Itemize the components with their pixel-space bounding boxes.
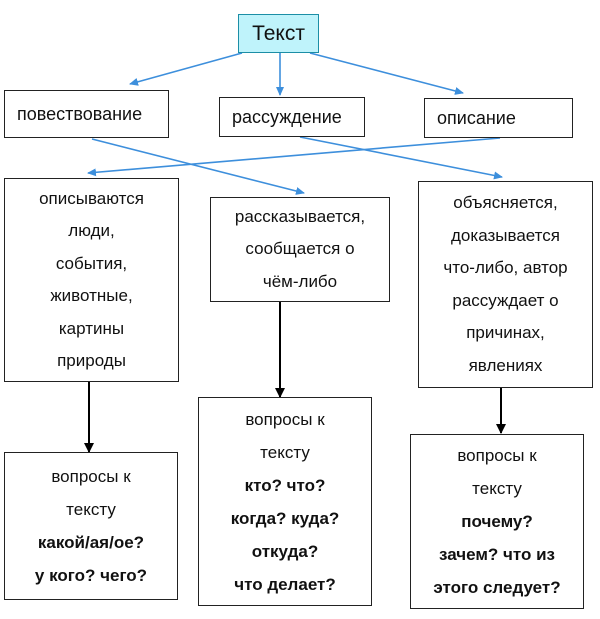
description-line: животные,: [50, 286, 133, 305]
reasoning-line: объясняется,: [453, 193, 558, 212]
reasoning-line: что-либо, автор: [443, 258, 568, 277]
description-line: люди,: [68, 221, 115, 240]
arrow-narration-to-narration-box: [91, 138, 305, 195]
description-line: картины: [58, 318, 125, 338]
arrow-root-to-description: [309, 52, 464, 95]
reasoning-line: явлениях: [468, 355, 543, 375]
type-label: повествование: [17, 103, 143, 124]
questions-box-reasoning: вопросы к тексту почему? зачем? что из э…: [410, 434, 584, 609]
arrow-root-to-narration: [129, 52, 243, 86]
reasoning-line: доказывается: [451, 225, 560, 245]
questions-box-narration: вопросы к тексту кто? что? когда? куда? …: [198, 397, 372, 606]
narration-line: рассказывается,: [234, 206, 366, 226]
description-line: события,: [55, 253, 128, 273]
question-item: почему?: [461, 512, 533, 531]
questions-heading: тексту: [66, 500, 116, 519]
narration-line: сообщается о: [245, 239, 355, 259]
questions-heading: тексту: [260, 442, 310, 462]
questions-heading: тексту: [472, 479, 522, 498]
arrow-reasoning-to-reasoning-box: [299, 136, 503, 180]
questions-heading: вопросы к: [51, 467, 131, 486]
reasoning-line: рассуждает о: [452, 290, 559, 310]
root-node-text: Текст: [238, 14, 319, 53]
type-node-description: описание: [424, 98, 573, 138]
reasoning-line: причинах,: [466, 323, 545, 342]
questions-heading: вопросы к: [457, 446, 537, 465]
type-node-reasoning: рассуждение: [219, 97, 365, 137]
question-item: зачем? что из: [438, 545, 556, 564]
question-item: у кого? чего?: [34, 566, 148, 585]
questions-heading: вопросы к: [245, 409, 325, 429]
questions-box-description: вопросы к тексту какой/ая/ое? у кого? че…: [4, 452, 178, 600]
question-item: этого следует?: [433, 578, 561, 597]
type-label: рассуждение: [232, 106, 342, 127]
reasoning-box: объясняется, доказывается что-либо, авто…: [418, 181, 593, 388]
description-box: описываются люди, события, животные, кар…: [4, 178, 179, 382]
question-item: откуда?: [251, 541, 319, 561]
narration-line: чём-либо: [262, 271, 338, 291]
narration-box: рассказывается, сообщается о чём-либо: [210, 197, 390, 302]
root-label: Текст: [252, 21, 305, 45]
arrow-description-to-description-box: [87, 137, 501, 177]
type-node-narration: повествование: [4, 90, 169, 138]
description-line: природы: [57, 351, 126, 370]
question-item: какой/ая/ое?: [37, 533, 145, 552]
description-line: описываются: [39, 188, 144, 208]
type-label: описание: [437, 107, 516, 128]
question-item: когда? куда?: [230, 508, 340, 528]
question-item: кто? что?: [244, 475, 326, 495]
question-item: что делает?: [234, 574, 336, 594]
